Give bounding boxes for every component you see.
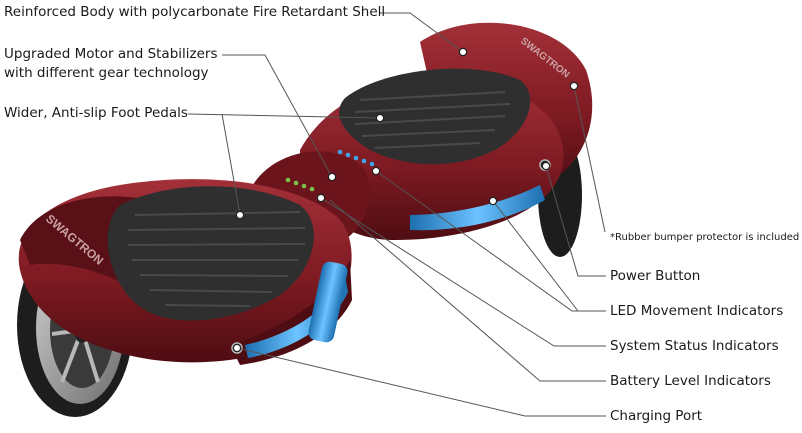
label-pedals: Wider, Anti-slip Foot Pedals xyxy=(4,105,188,121)
foot-pedals xyxy=(107,68,531,321)
label-led-indicators: LED Movement Indicators xyxy=(610,303,784,319)
label-shell: Reinforced Body with polycarbonate Fire … xyxy=(4,4,386,20)
label-motor-line2: with different gear technology xyxy=(4,65,209,81)
battery-level-indicators xyxy=(285,177,315,192)
label-battery-level: Battery Level Indicators xyxy=(610,373,771,389)
label-motor-line1: Upgraded Motor and Stabilizers xyxy=(4,46,218,62)
callout-points xyxy=(232,47,579,353)
label-system-status: System Status Indicators xyxy=(610,338,779,354)
bumper-note: *Rubber bumper protector is included xyxy=(610,232,800,243)
label-power-button: Power Button xyxy=(610,268,701,284)
callout-lines xyxy=(187,12,606,417)
led-movement-indicators xyxy=(337,149,375,167)
label-charging-port: Charging Port xyxy=(610,408,703,424)
